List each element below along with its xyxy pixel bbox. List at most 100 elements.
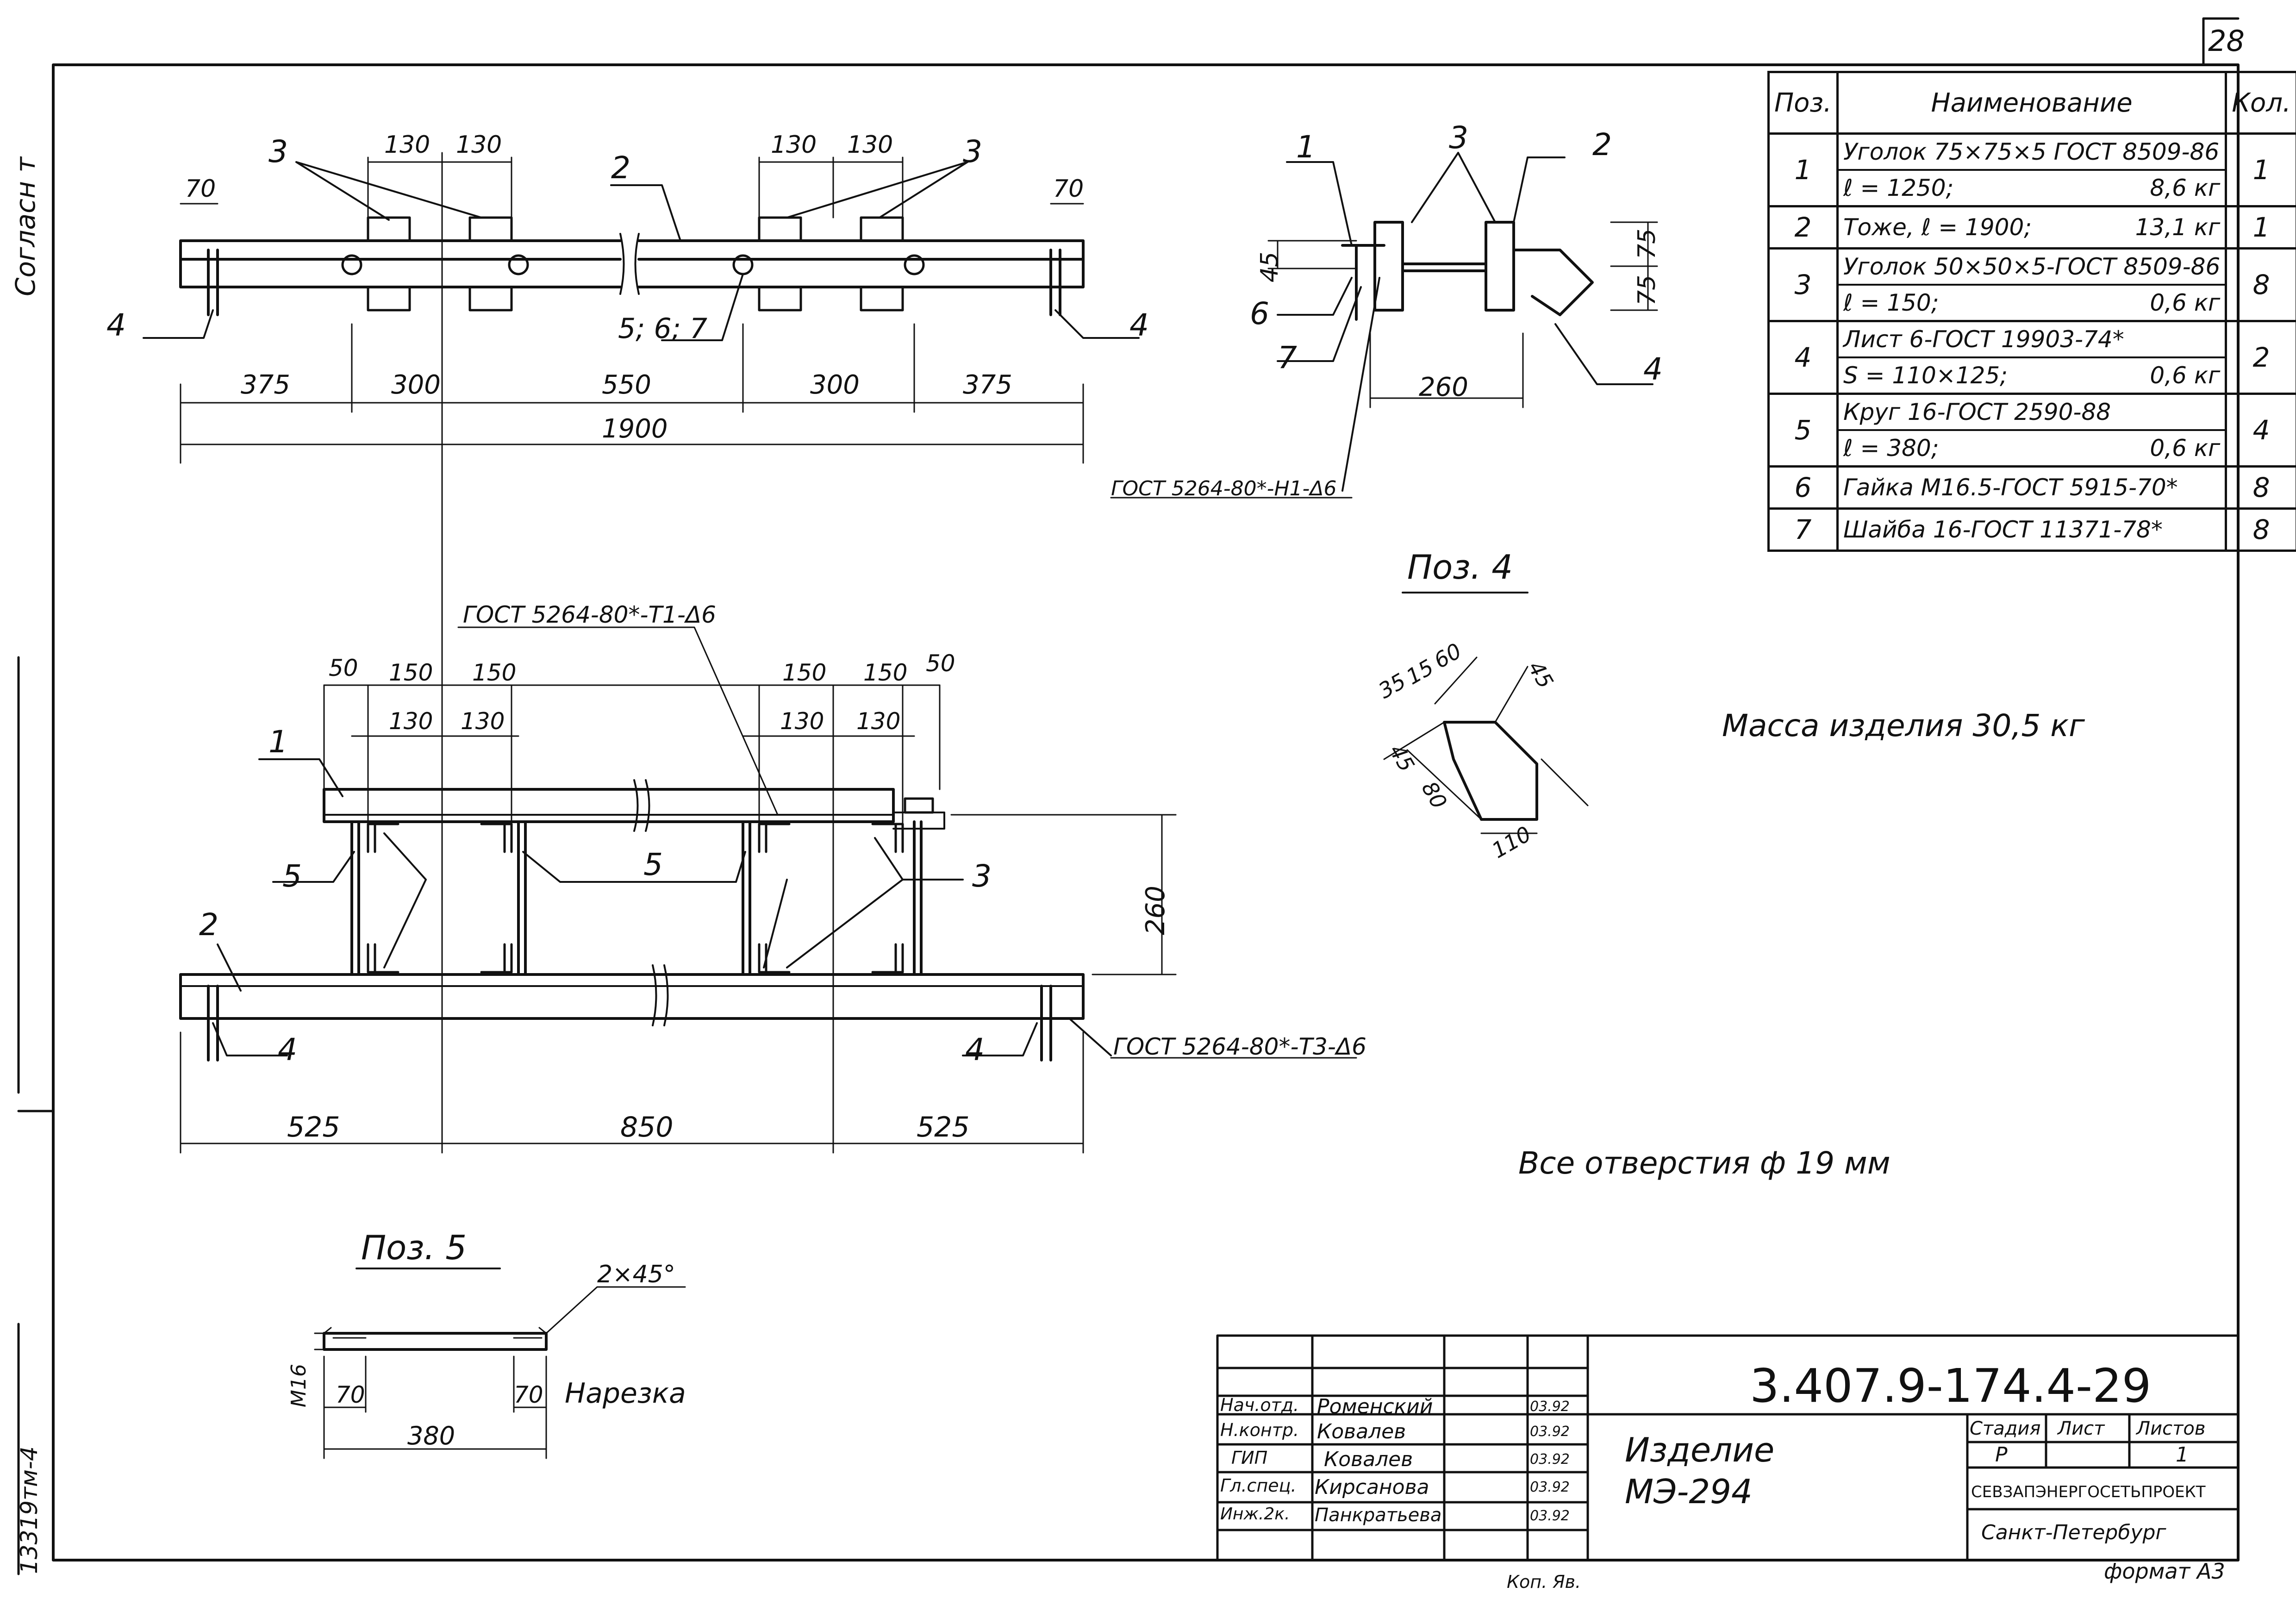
spec-row: 2 Тоже, ℓ = 1900;13,1 кг 1 — [1767, 205, 2296, 250]
pos5-detail: Поз. 5 M16 70 70 380 2×45° Нарезка — [287, 1228, 686, 1459]
drawing-code: 3.407.9-174.4-29 — [1750, 1359, 2152, 1413]
pos4-dim-60: 60 — [1430, 638, 1466, 673]
label-front-1: 1 — [268, 724, 288, 760]
label-front-5-left: 5 — [282, 858, 302, 894]
spec-name-line1: Уголок 75×75×5 ГОСТ 8509-86 — [1838, 135, 2225, 171]
dim-front-50-left: 50 — [329, 655, 358, 681]
label-side-6: 6 — [1250, 296, 1269, 331]
pos4-dim-45-left: 45 — [1384, 740, 1419, 776]
staff-date: 03.92 — [1530, 1424, 1570, 1440]
staff-date: 03.92 — [1530, 1479, 1570, 1495]
dim-top-375-right: 375 — [963, 370, 1012, 400]
spec-weight: 0,6 кг — [2150, 362, 2221, 389]
staff-name: Кирсанова — [1315, 1475, 1429, 1499]
spec-name: Круг 16-ГОСТ 2590-88 ℓ = 380; 0,6 кг — [1836, 393, 2227, 468]
staff-role: Гл.спец. — [1220, 1475, 1297, 1496]
spec-qty: 8 — [2225, 247, 2296, 322]
spec-name-line1: Круг 16-ГОСТ 2590-88 — [1838, 395, 2225, 431]
spec-name: Лист 6-ГОСТ 19903-74* S = 110×125;0,6 кг — [1836, 320, 2227, 395]
dim-top-130-d: 130 — [847, 131, 893, 159]
spec-name-line2: ℓ = 380; 0,6 кг — [1839, 431, 2225, 465]
product-name-line1: Изделие — [1625, 1430, 1775, 1469]
dim-side-45: 45 — [1256, 252, 1284, 282]
spec-length: ℓ = 380; — [1843, 435, 1939, 462]
staff-name: Роменский — [1317, 1395, 1433, 1418]
dim-top-300-b: 300 — [810, 370, 860, 400]
spec-name: Тоже, ℓ = 1900;13,1 кг — [1836, 205, 2227, 250]
label-top-4-left: 4 — [106, 307, 126, 343]
dim-front-50-right: 50 — [926, 650, 955, 677]
dim-side-260: 260 — [1419, 372, 1468, 402]
label-top-2: 2 — [611, 150, 630, 186]
dim-top-1900: 1900 — [602, 414, 668, 444]
spec-qty: 1 — [2225, 205, 2296, 250]
spec-row: 5 Круг 16-ГОСТ 2590-88 ℓ = 380;0,6 кг 4 — [1767, 393, 2296, 468]
dim-front-260: 260 — [1141, 886, 1171, 935]
stage-header: Стадия — [1970, 1418, 2041, 1439]
staff-name: Ковалев — [1317, 1420, 1406, 1443]
sheet-number-box — [2202, 17, 2240, 66]
label-side-4: 4 — [1643, 351, 1663, 387]
spec-name: Уголок 50×50×5-ГОСТ 8509-86 ℓ = 150;0,6 … — [1836, 247, 2227, 322]
spec-name-line1: Гайка М16.5-ГОСТ 5915-70* — [1843, 474, 2178, 501]
dim-front-150-a: 150 — [389, 659, 433, 686]
pos5-dim-70-right: 70 — [514, 1381, 543, 1408]
label-side-1: 1 — [1296, 129, 1316, 165]
front-view: 260 525 850 525 50 150 150 130 130 150 1… — [179, 601, 1366, 1154]
spec-name-line1: Тоже, ℓ = 1900;13,1 кг — [1839, 207, 2225, 247]
pos5-title: Поз. 5 — [361, 1228, 467, 1267]
margin-lines — [17, 656, 55, 1575]
spec-qty: 8 — [2225, 465, 2296, 510]
spec-qty: 8 — [2225, 507, 2296, 552]
margin-note-top: Согласн т — [10, 156, 41, 296]
pos5-dim-380: 380 — [407, 1421, 455, 1450]
spec-header-row: Поз. Наименование Кол. — [1767, 71, 2296, 135]
staff-date: 03.92 — [1530, 1508, 1570, 1524]
label-side-7: 7 — [1278, 340, 1297, 375]
spec-name: Шайба 16-ГОСТ 11371-78* — [1836, 507, 2227, 552]
spec-row: 1 Уголок 75×75×5 ГОСТ 8509-86 ℓ = 1250;8… — [1767, 132, 2296, 207]
dim-top-130-c: 130 — [771, 131, 817, 159]
spec-name-line1: Лист 6-ГОСТ 19903-74* — [1838, 322, 2225, 358]
spec-weight: 8,6 кг — [2150, 175, 2221, 201]
dim-side-75-bottom: 75 — [1633, 275, 1661, 306]
spec-name-line2: S = 110×125;0,6 кг — [1839, 358, 2225, 393]
dim-front-525-right: 525 — [917, 1111, 970, 1143]
label-side-3: 3 — [1449, 120, 1468, 156]
dim-top-550: 550 — [602, 370, 651, 400]
dim-front-130-b: 130 — [461, 708, 505, 735]
specification-table: Поз. Наименование Кол. 1 Уголок 75×75×5 … — [1767, 71, 2296, 552]
spec-weight: 0,6 кг — [2150, 435, 2221, 462]
title-block-grid — [1216, 1334, 2240, 1562]
pos4-dim-110: 110 — [1488, 821, 1535, 863]
spec-weight: 13,1 кг — [2135, 214, 2221, 241]
label-top-3-left: 3 — [268, 134, 288, 169]
staff-role: ГИП — [1231, 1448, 1268, 1468]
staff-name: Панкратьева — [1315, 1505, 1442, 1526]
spec-name-line1: Уголок 50×50×5-ГОСТ 8509-86 — [1838, 250, 2225, 286]
dim-side-75-top: 75 — [1633, 229, 1661, 259]
sheet-number: 28 — [2208, 24, 2245, 58]
label-side-2: 2 — [1592, 127, 1612, 162]
product-name-line2: МЭ-294 — [1625, 1472, 1753, 1511]
stage-value: Р — [1995, 1443, 2008, 1467]
spec-header-name: Наименование — [1836, 71, 2227, 135]
dim-front-150-d: 150 — [863, 659, 907, 686]
spec-pos: 3 — [1767, 247, 1839, 322]
staff-name: Ковалев — [1324, 1448, 1413, 1471]
top-view: 70 130 130 130 130 70 375 300 550 300 37… — [106, 131, 1149, 742]
spec-length: ℓ = 1250; — [1843, 175, 1954, 201]
sheet-header: Лист — [2058, 1418, 2105, 1439]
dim-front-130-a: 130 — [389, 708, 433, 735]
pos5-dim-m16: M16 — [287, 1364, 311, 1407]
label-front-5-mid: 5 — [643, 847, 663, 882]
spec-name: Гайка М16.5-ГОСТ 5915-70* — [1836, 465, 2227, 510]
dim-top-130-b: 130 — [456, 131, 502, 159]
city: Санкт-Петербург — [1981, 1521, 2166, 1544]
dim-front-850: 850 — [620, 1111, 674, 1143]
label-front-3: 3 — [972, 858, 992, 894]
spec-length: ℓ = 150; — [1843, 289, 1939, 316]
pos4-dim-15: 15 — [1402, 654, 1438, 689]
weld-note-side: ГОСТ 5264-80*-Н1-Δ6 — [1111, 477, 1337, 500]
